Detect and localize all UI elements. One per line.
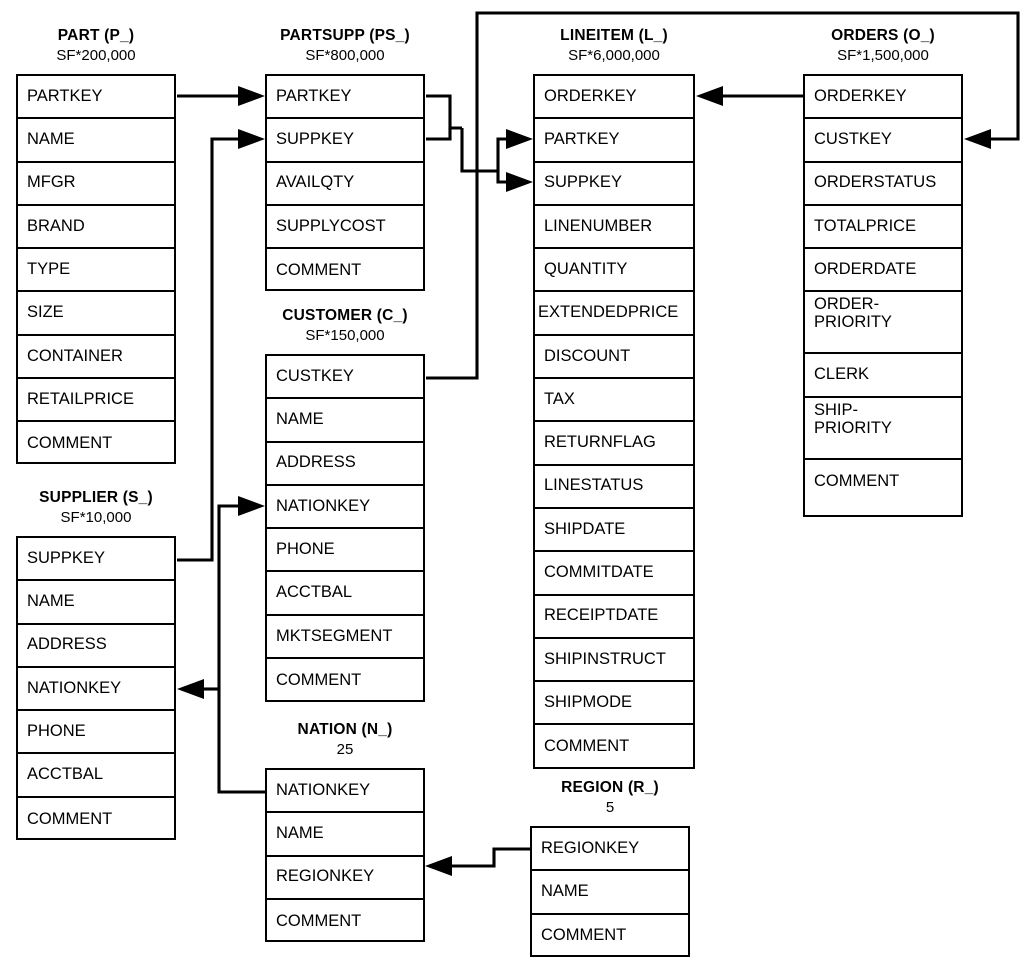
field-lineitem-shipdate: SHIPDATE: [535, 509, 693, 553]
field-orders-shippriority-line1: SHIP-: [814, 400, 859, 419]
field-partsupp-supplycost: SUPPLYCOST: [267, 206, 423, 250]
field-lineitem-suppkey: SUPPKEY: [535, 163, 693, 206]
entity-orders-box: ORDERKEY CUSTKEY ORDERSTATUS TOTALPRICE …: [803, 74, 963, 517]
entity-nation-box: NATIONKEY NAME REGIONKEY COMMENT: [265, 768, 425, 942]
field-orders-orderpriority-line1: ORDER-: [814, 295, 880, 314]
relationship-region-nation: [425, 847, 530, 876]
entity-supplier-cardinality: SF*10,000: [60, 509, 132, 526]
field-lineitem-extendedprice: EXTENDEDPRICE: [535, 292, 693, 336]
field-lineitem-partkey: PARTKEY: [535, 119, 693, 163]
relationship-part-partsupp: [177, 86, 265, 106]
field-lineitem-comment: COMMENT: [544, 737, 630, 756]
entity-orders-cardinality: SF*1,500,000: [837, 47, 929, 64]
field-lineitem-linenumber: LINENUMBER: [535, 206, 693, 250]
field-lineitem-commitdate: COMMITDATE: [535, 552, 693, 596]
entity-part-cardinality: SF*200,000: [56, 47, 136, 64]
field-orders-shippriority: SHIP- PRIORITY: [805, 398, 961, 460]
entity-orders-title: ORDERS (O_): [831, 27, 935, 44]
entity-part-box: PARTKEY NAME MFGR BRAND TYPE SIZE CONTAI…: [16, 74, 176, 464]
field-customer-custkey: CUSTKEY: [267, 356, 423, 400]
field-supplier-comment: COMMENT: [27, 809, 113, 828]
field-part-container: CONTAINER: [18, 336, 174, 380]
entity-customer-box: CUSTKEY NAME ADDRESS NATIONKEY PHONE ACC…: [265, 354, 425, 702]
field-orders-orderstatus: ORDERSTATUS: [805, 163, 961, 206]
field-supplier-phone: PHONE: [18, 711, 174, 755]
field-orders-comment: COMMENT: [814, 471, 900, 490]
field-part-name: NAME: [18, 119, 174, 163]
entity-supplier-box: SUPPKEY NAME ADDRESS NATIONKEY PHONE ACC…: [16, 536, 176, 840]
field-part-type: TYPE: [18, 249, 174, 293]
field-orders-totalprice: TOTALPRICE: [805, 206, 961, 250]
field-lineitem-quantity: QUANTITY: [535, 249, 693, 293]
field-supplier-suppkey: SUPPKEY: [18, 538, 174, 582]
field-customer-nationkey: NATIONKEY: [267, 486, 423, 530]
field-part-size: SIZE: [18, 292, 174, 336]
field-customer-name: NAME: [267, 399, 423, 443]
field-orders-custkey: CUSTKEY: [805, 119, 961, 163]
field-lineitem-discount: DISCOUNT: [535, 336, 693, 380]
field-supplier-address: ADDRESS: [18, 625, 174, 668]
field-part-comment: COMMENT: [27, 434, 113, 453]
field-lineitem-shipinstruct: SHIPINSTRUCT: [535, 639, 693, 683]
entity-supplier-title: SUPPLIER (S_): [39, 489, 153, 506]
field-orders-orderpriority: ORDER- PRIORITY: [805, 292, 961, 355]
field-lineitem-returnflag: RETURNFLAG: [535, 422, 693, 466]
field-lineitem-shipmode: SHIPMODE: [535, 682, 693, 726]
field-orders-orderpriority-line2: PRIORITY: [814, 313, 892, 332]
entity-region-title: REGION (R_): [561, 779, 659, 796]
entity-partsupp-box: PARTKEY SUPPKEY AVAILQTY SUPPLYCOST COMM…: [265, 74, 425, 291]
field-partsupp-comment: COMMENT: [276, 260, 362, 279]
field-region-regionkey: REGIONKEY: [532, 828, 688, 872]
entity-partsupp-title: PARTSUPP (PS_): [280, 27, 410, 44]
field-customer-comment: COMMENT: [276, 670, 362, 689]
field-nation-name: NAME: [267, 813, 423, 857]
field-nation-regionkey: REGIONKEY: [267, 857, 423, 900]
field-orders-orderkey: ORDERKEY: [805, 76, 961, 120]
field-lineitem-linestatus: LINESTATUS: [535, 466, 693, 509]
field-supplier-acctbal: ACCTBAL: [18, 754, 174, 798]
entity-lineitem-title: LINEITEM (L_): [560, 27, 668, 44]
entity-region-box: REGIONKEY NAME COMMENT: [530, 826, 690, 957]
relationship-orders-lineitem: [696, 86, 803, 106]
entity-lineitem-cardinality: SF*6,000,000: [568, 47, 660, 64]
entity-customer-title: CUSTOMER (C_): [282, 307, 408, 324]
field-region-comment: COMMENT: [541, 926, 627, 945]
entity-customer-cardinality: SF*150,000: [305, 327, 385, 344]
field-lineitem-orderkey: ORDERKEY: [535, 76, 693, 120]
field-part-retailprice: RETAILPRICE: [18, 379, 174, 423]
field-nation-comment: COMMENT: [276, 911, 362, 930]
entity-partsupp-cardinality: SF*800,000: [305, 47, 385, 64]
entity-lineitem-box: ORDERKEY PARTKEY SUPPKEY LINENUMBER QUAN…: [533, 74, 695, 769]
field-partsupp-partkey: PARTKEY: [267, 76, 423, 120]
field-region-name: NAME: [532, 871, 688, 915]
field-supplier-nationkey: NATIONKEY: [18, 668, 174, 712]
entity-region-cardinality: 5: [605, 799, 615, 816]
entity-nation-cardinality: 25: [336, 741, 354, 758]
field-partsupp-availqty: AVAILQTY: [267, 163, 423, 206]
relationship-partsupp-lineitem: [426, 94, 533, 192]
field-orders-clerk: CLERK: [805, 354, 961, 398]
entity-part-title: PART (P_): [57, 27, 135, 44]
field-part-mfgr: MFGR: [18, 163, 174, 206]
field-orders-shippriority-line2: PRIORITY: [814, 418, 892, 437]
field-part-brand: BRAND: [18, 206, 174, 250]
field-customer-address: ADDRESS: [267, 443, 423, 486]
field-part-partkey: PARTKEY: [18, 76, 174, 120]
field-customer-mktsegment: MKTSEGMENT: [267, 616, 423, 660]
relationship-nation-customer-supplier: [177, 496, 265, 794]
field-lineitem-receiptdate: RECEIPTDATE: [535, 596, 693, 639]
field-customer-acctbal: ACCTBAL: [267, 572, 423, 616]
field-lineitem-tax: TAX: [535, 379, 693, 423]
entity-nation-title: NATION (N_): [297, 721, 393, 738]
field-customer-phone: PHONE: [267, 529, 423, 573]
relationship-supplier-partsupp: [177, 129, 265, 562]
field-nation-nationkey: NATIONKEY: [267, 770, 423, 814]
field-supplier-name: NAME: [18, 581, 174, 625]
field-partsupp-suppkey: SUPPKEY: [267, 119, 423, 163]
field-orders-orderdate: ORDERDATE: [805, 249, 961, 293]
